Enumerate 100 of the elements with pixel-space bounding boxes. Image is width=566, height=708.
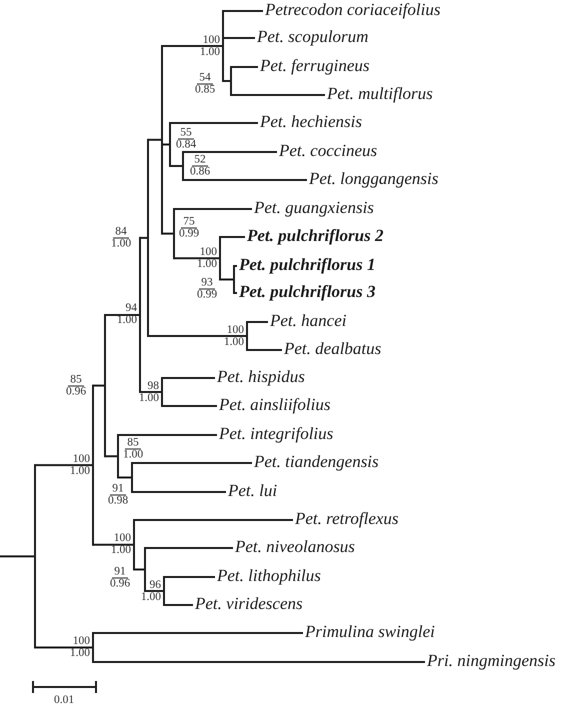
branch-line [170, 122, 258, 124]
taxon-name: Pet. lithophilus [217, 566, 321, 585]
posterior-probability: 1.00 [224, 336, 244, 348]
taxon-name: Primulina swinglei [305, 622, 435, 641]
branch-line [148, 335, 247, 337]
posterior-probability: 1.00 [122, 450, 144, 460]
branch-line [223, 10, 263, 12]
posterior-probability: 1.00 [70, 466, 90, 477]
branch-line [145, 547, 233, 549]
branch-line [247, 349, 282, 351]
branch-line [223, 37, 255, 39]
clade-node-line [163, 576, 165, 606]
branch-line [0, 555, 35, 558]
posterior-probability: 1.00 [138, 392, 159, 404]
posterior-probability: 0.85 [194, 84, 216, 96]
taxon-name: Pet. tiandengensis [254, 452, 379, 471]
posterior-probability: 1.00 [110, 545, 131, 556]
branch-line [223, 80, 231, 82]
posterior-probability: 1.00 [110, 238, 132, 250]
branch-line [220, 278, 234, 280]
bootstrap-value: 84 [113, 226, 129, 238]
branch-line [234, 292, 237, 294]
branch-line [231, 66, 258, 68]
posterior-probability: 0.96 [110, 578, 130, 590]
taxon-name: Pet. coccineus [279, 140, 378, 160]
clade-node-line [233, 265, 235, 294]
branch-line [162, 405, 217, 407]
clade-node-line [92, 632, 94, 663]
posterior-probability: 0.86 [190, 166, 210, 178]
branch-line [134, 519, 293, 521]
bootstrap-value: 75 [181, 216, 197, 228]
clade-node-line [104, 314, 106, 458]
clade-node-line [161, 45, 163, 235]
bootstrap-value: 100 [114, 533, 131, 544]
bootstrap-value: 52 [192, 154, 208, 166]
taxon-name: Pet. ainsliifolius [219, 394, 330, 414]
bootstrap-value: 100 [200, 246, 217, 258]
branch-line [183, 179, 307, 181]
branch-line [93, 544, 134, 546]
branch-line [134, 568, 145, 570]
posterior-probability: 0.99 [178, 228, 200, 240]
taxon-name: Pet. hancei [270, 310, 346, 330]
taxon-name: Pet. hispidus [217, 366, 305, 386]
clade-node-line [246, 321, 248, 351]
clade-node-line [222, 10, 224, 82]
posterior-probability: 0.96 [66, 386, 86, 398]
bootstrap-value: 93 [199, 278, 215, 290]
branch-line [234, 265, 237, 267]
clade-node-line [173, 208, 175, 260]
branch-line [93, 632, 303, 634]
taxon-name: Pet. viridescens [195, 594, 303, 613]
taxon-name: Pet. pulchriflorus 3 [239, 282, 376, 301]
bootstrap-value: 100 [72, 636, 90, 647]
branch-line [148, 138, 162, 141]
taxon-name: Pet. pulchriflorus 1 [239, 254, 376, 274]
posterior-probability: 1.00 [196, 258, 217, 270]
clade-node-line [131, 462, 133, 493]
branch-line [183, 151, 277, 153]
clade-node-line [117, 434, 119, 478]
branch-line [162, 144, 170, 146]
branch-line [164, 576, 215, 578]
branch-line [247, 321, 268, 323]
taxon-name: Pet. ferrugineus [260, 56, 370, 75]
taxon-name: Pet. longgangensis [309, 168, 438, 188]
bootstrap-value: 100 [202, 34, 220, 46]
taxon-name: Pet. integrifolius [219, 424, 334, 443]
branch-line [162, 232, 174, 235]
branch-line [132, 491, 226, 493]
bootstrap-value: 100 [226, 324, 244, 336]
branch-line [93, 661, 425, 663]
clade-node-line [161, 377, 163, 407]
posterior-probability: 1.00 [70, 648, 90, 659]
taxon-name: Pet. hechiensis [260, 112, 362, 131]
branch-line [118, 476, 132, 478]
branch-line [93, 384, 105, 387]
taxon-name: Pet. lui [228, 480, 278, 500]
bootstrap-value: 96 [150, 580, 161, 590]
branch-line [231, 94, 325, 96]
posterior-probability: 0.98 [108, 496, 128, 506]
branch-line [140, 236, 148, 239]
clade-node-line [147, 138, 149, 337]
taxon-name: Pet. pulchriflorus 2 [247, 226, 384, 245]
posterior-probability: 1.00 [200, 46, 220, 58]
branch-line [105, 455, 118, 458]
clade-node-line [133, 519, 135, 570]
bootstrap-value: 85 [125, 438, 141, 450]
branch-line [164, 604, 193, 606]
taxon-name: Pri. ningmingensis [427, 650, 556, 670]
clade-node-line [169, 122, 171, 167]
posterior-probability: 1.00 [140, 592, 161, 602]
posterior-probability: 1.00 [116, 315, 137, 326]
taxon-name: Petrecodon coriaceifolius [265, 0, 440, 19]
branch-line [162, 45, 223, 47]
taxon-name: Pet. retroflexus [295, 508, 399, 528]
posterior-probability: 0.99 [196, 290, 218, 300]
taxon-name: Pet. guangxiensis [254, 198, 374, 217]
clade-node-line [92, 384, 94, 546]
branch-line [162, 377, 215, 379]
clade-node-line [230, 66, 232, 96]
bootstrap-value: 98 [148, 380, 159, 392]
